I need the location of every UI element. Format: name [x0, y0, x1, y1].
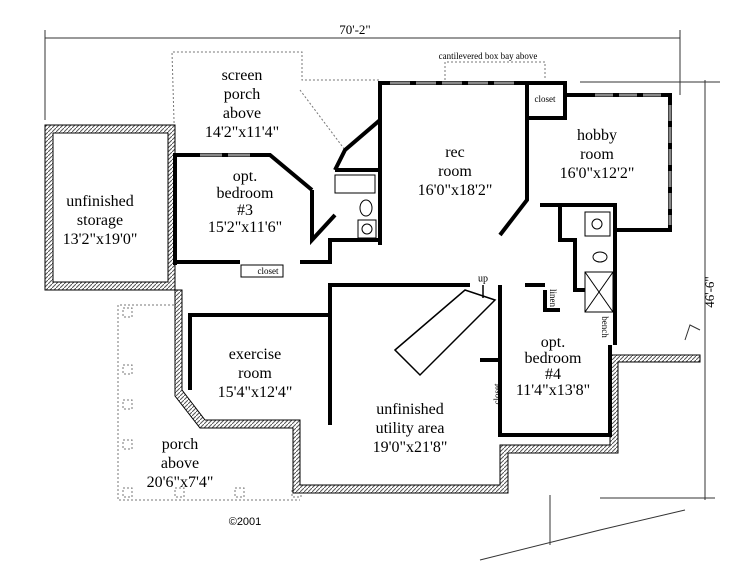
stair-up-label: up — [478, 273, 488, 285]
walls — [173, 81, 672, 437]
lower-porch-outline — [117, 304, 302, 501]
closet-label: closet — [534, 94, 556, 104]
linen-label: linen — [548, 289, 558, 307]
box-bay-note: cantilevered box bay above — [438, 51, 538, 61]
width-dimension: 70'-2" — [339, 22, 371, 37]
foundation-wall — [174, 289, 701, 494]
closet-label: closet — [257, 266, 279, 276]
site-lines — [479, 324, 701, 561]
screen-porch-outline — [171, 51, 546, 156]
windows — [200, 81, 672, 225]
depth-dimension: 46'-6" — [702, 276, 717, 308]
stair — [393, 285, 497, 377]
bath-fixtures — [240, 174, 614, 313]
bench-label: bench — [600, 316, 610, 338]
closet-label: closet — [492, 383, 502, 405]
copyright: ©2001 — [228, 516, 262, 528]
dimension-lines — [44, 30, 720, 500]
